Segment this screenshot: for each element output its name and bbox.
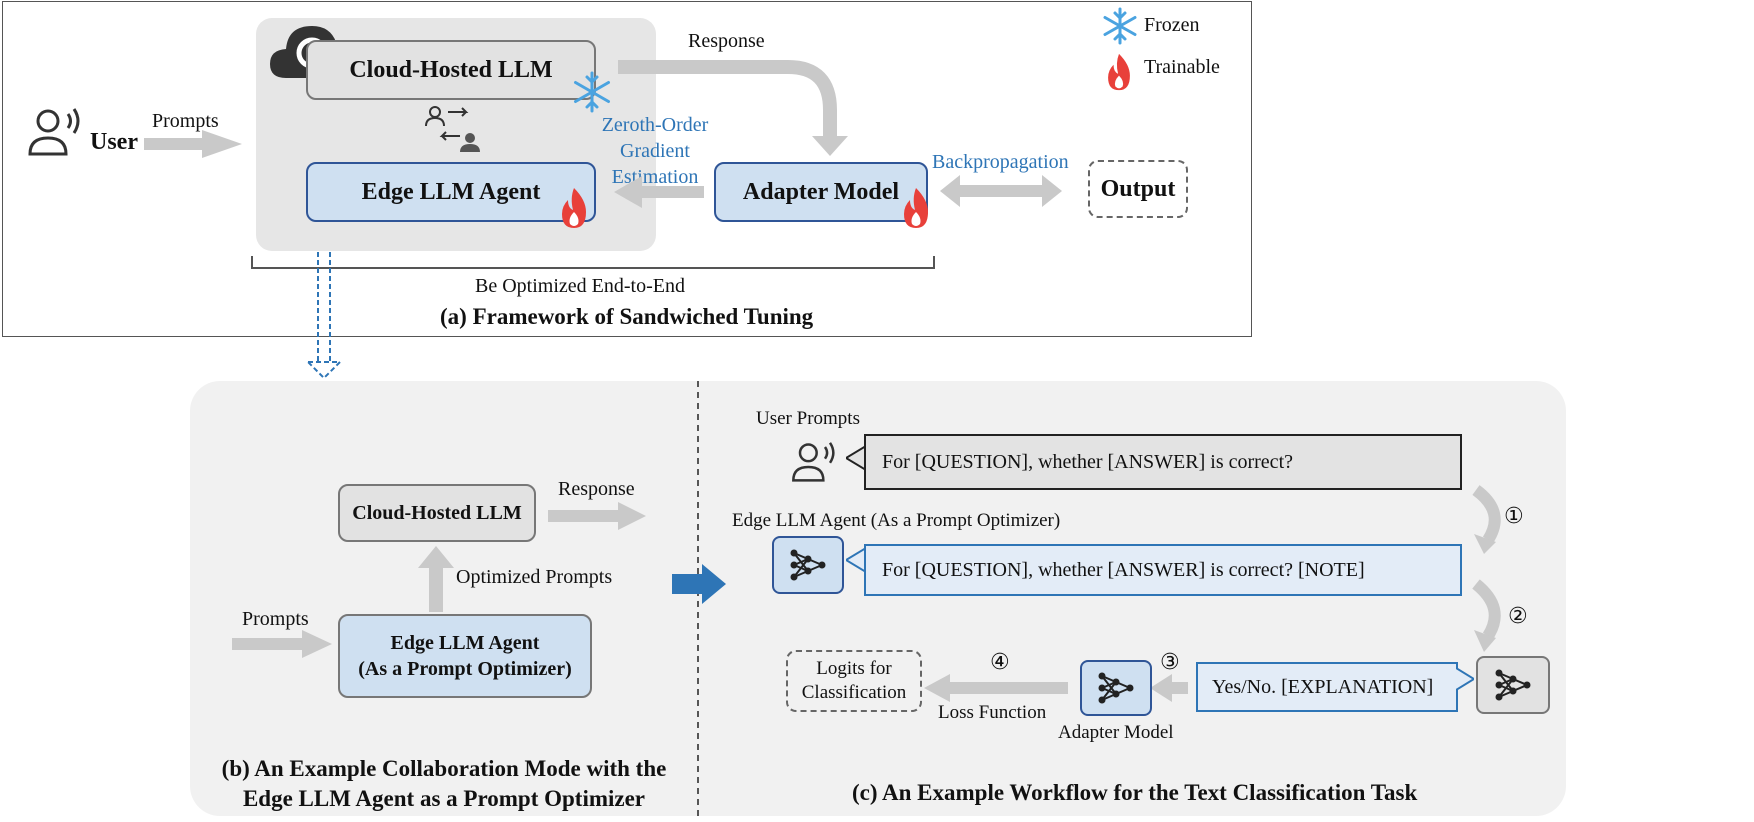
optimized-prompt-text: For [QUESTION], whether [ANSWER] is corr…	[882, 558, 1365, 581]
step4-arrow	[924, 674, 1068, 702]
snowflake-icon	[1103, 7, 1137, 45]
edge-agent-line1: Edge LLM Agent	[390, 632, 540, 654]
fire-icon	[1108, 53, 1130, 91]
user-voice-icon	[792, 442, 835, 482]
logits-box: Logits for Classification	[786, 650, 922, 712]
prompts-label: Prompts	[152, 110, 219, 132]
step2-arrow	[1472, 579, 1501, 652]
backprop-label: Backpropagation	[932, 151, 1069, 173]
panel-b-caption-line1: (b) An Example Collaboration Mode with t…	[221, 756, 667, 781]
legend-frozen: Frozen	[1144, 14, 1200, 36]
panel-b-caption-line2: Edge LLM Agent as a Prompt Optimizer	[242, 786, 646, 811]
edge-agent-box: Edge LLM Agent	[306, 162, 596, 222]
output-label: Output	[1100, 175, 1176, 202]
panel-c-caption: (c) An Example Workflow for the Text Cla…	[852, 780, 1418, 805]
user-label: User	[90, 129, 138, 155]
optimized-prompts-arrow	[418, 546, 454, 612]
panel-a-caption: (a) Framework of Sandwiched Tuning	[440, 304, 814, 329]
speech-tail	[846, 548, 866, 572]
legend-trainable: Trainable	[1144, 56, 1220, 78]
response-label-b: Response	[558, 478, 635, 500]
step3-label: ③	[1160, 650, 1180, 675]
edge-agent-label: Edge LLM Agent	[361, 178, 541, 205]
optimized-prompts-label: Optimized Prompts	[456, 566, 613, 588]
edge-agent-label-c: Edge LLM Agent (As a Prompt Optimizer)	[732, 510, 1061, 531]
output-box: Output	[1088, 160, 1188, 218]
collaboration-icon	[425, 106, 480, 152]
adapter-box: Adapter Model	[714, 162, 928, 222]
network-icon	[1098, 672, 1134, 704]
prompts-label-b: Prompts	[242, 608, 309, 630]
cloud-llm-label-b: Cloud-Hosted LLM	[352, 501, 522, 524]
step3-arrow	[1150, 674, 1188, 702]
user-prompt-text: For [QUESTION], whether [ANSWER] is corr…	[882, 450, 1293, 473]
response-text: Yes/No. [EXPLANATION]	[1212, 675, 1434, 698]
cloud-llm-icon-box	[1476, 656, 1550, 714]
response-arrow	[618, 60, 848, 156]
adapter-icon-box	[1080, 660, 1152, 716]
snowflake-icon	[574, 71, 610, 113]
adapter-label: Adapter Model	[742, 178, 900, 205]
step1-label: ①	[1504, 504, 1524, 529]
optimized-prompt-bubble: For [QUESTION], whether [ANSWER] is corr…	[864, 544, 1462, 596]
prompts-arrow	[144, 130, 242, 158]
fire-icon	[904, 188, 928, 228]
cloud-llm-box: Cloud-Hosted LLM	[306, 40, 596, 100]
step1-arrow	[1472, 485, 1501, 554]
speech-tail	[846, 446, 866, 470]
edge-agent-icon-box	[772, 536, 844, 594]
network-icon	[1495, 669, 1531, 701]
edge-agent-box-b: Edge LLM Agent (As a Prompt Optimizer)	[338, 614, 592, 698]
user-voice-icon	[28, 108, 80, 156]
edge-agent-line2: (As a Prompt Optimizer)	[358, 658, 572, 680]
user-prompt-bubble: For [QUESTION], whether [ANSWER] is corr…	[864, 434, 1462, 490]
fire-icon	[562, 188, 586, 228]
zeroth-line2: Gradient	[620, 140, 690, 162]
backprop-arrow	[940, 175, 1062, 207]
cloud-llm-box-b: Cloud-Hosted LLM	[338, 484, 536, 542]
loss-function-label: Loss Function	[938, 702, 1047, 723]
zeroth-order-arrow	[614, 176, 704, 208]
response-label: Response	[688, 30, 765, 52]
speech-tail	[1456, 668, 1474, 690]
logits-line2: Classification	[801, 682, 907, 703]
logits-line1: Logits for	[816, 658, 892, 679]
transition-arrow	[672, 564, 726, 604]
prompts-arrow-b	[232, 630, 332, 658]
response-bubble: Yes/No. [EXPLANATION]	[1196, 662, 1458, 712]
end-to-end-brace	[251, 256, 935, 269]
step2-label: ②	[1508, 604, 1528, 629]
cloud-llm-label: Cloud-Hosted LLM	[349, 56, 553, 83]
zeroth-line1: Zeroth-Order	[601, 114, 709, 136]
network-icon	[790, 549, 826, 581]
response-arrow-b	[548, 502, 646, 530]
zoom-in-arrow	[305, 252, 343, 380]
panel-b-caption: (b) An Example Collaboration Mode with t…	[190, 754, 698, 814]
step4-label: ④	[990, 650, 1010, 675]
user-prompts-label: User Prompts	[756, 408, 860, 429]
adapter-model-label: Adapter Model	[1058, 722, 1174, 743]
end-to-end-label: Be Optimized End-to-End	[475, 275, 685, 297]
